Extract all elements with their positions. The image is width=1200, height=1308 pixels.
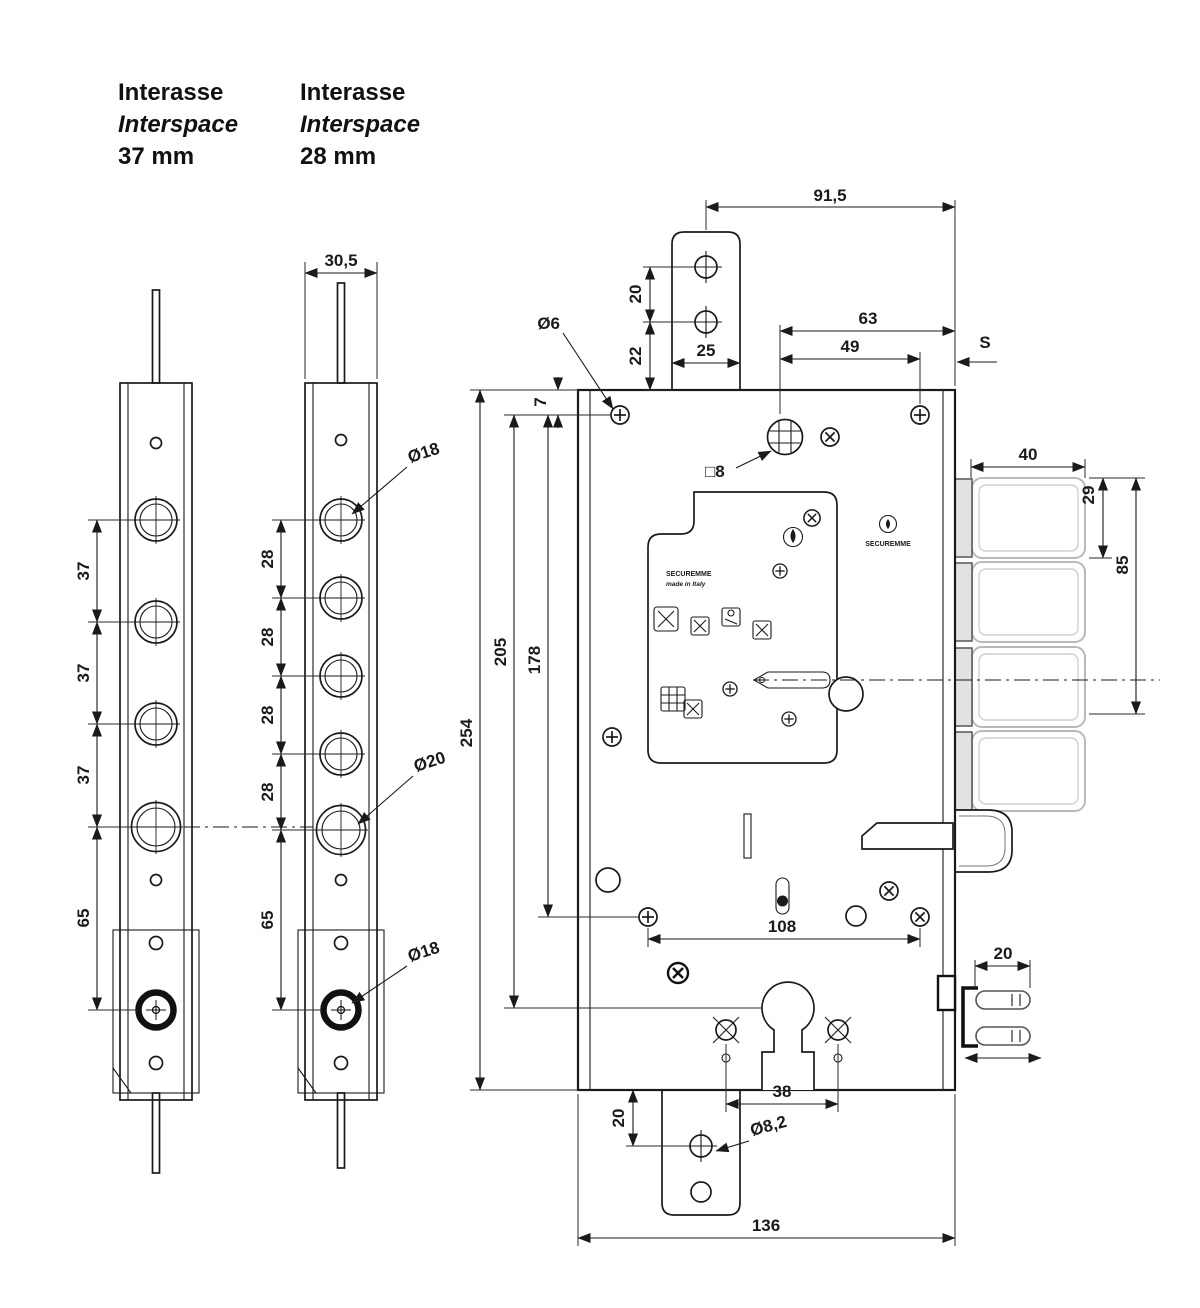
dim-7: 7 xyxy=(531,397,550,406)
label-interasse-28: Interasse xyxy=(300,79,405,106)
dia-label-18-bottom: Ø18 xyxy=(405,938,441,966)
brand-text-right: SECUREMME xyxy=(865,541,911,548)
dim-bottom-65-v2: 65 xyxy=(258,911,277,930)
label-interspace-37: Interspace xyxy=(118,111,238,138)
label-28mm: 28 mm xyxy=(300,143,376,170)
label-interspace-28: Interspace xyxy=(300,111,420,138)
dia-label-6: Ø6 xyxy=(537,314,560,333)
deadbolts xyxy=(952,477,1086,812)
lever-slot xyxy=(752,671,831,689)
brand-text-plate: SECUREMME xyxy=(666,571,712,578)
dim-pitch-37-2: 37 xyxy=(74,664,93,683)
case-screw-bold xyxy=(666,961,690,985)
dim-pitch-28-1: 28 xyxy=(258,550,277,569)
dia-label-18-top: Ø18 xyxy=(405,439,441,467)
label-interasse-37: Interasse xyxy=(118,79,223,106)
dims-view-37: 37 37 37 65 xyxy=(74,519,137,1011)
dims-view-28: 30,5 28 28 28 28 65 Ø18 Ø20 Ø18 xyxy=(258,251,448,1011)
label-37mm: 37 mm xyxy=(118,143,194,170)
dim-25: 25 xyxy=(697,341,716,360)
dim-91-5: 91,5 xyxy=(813,186,846,205)
dim-254: 254 xyxy=(457,718,476,747)
dim-square-8: □8 xyxy=(705,462,725,481)
faceplate-view-37: 37 37 37 65 xyxy=(74,289,200,1174)
dim-bottom-65-v1: 65 xyxy=(74,909,93,928)
dim-49: 49 xyxy=(841,337,860,356)
mechanism-icons xyxy=(653,606,772,719)
dim-20-strike: 20 xyxy=(994,944,1013,963)
deadbolt-4 xyxy=(952,730,1086,812)
square-spindle-hole xyxy=(766,418,804,456)
deadbolt-1 xyxy=(952,477,1086,559)
dim-20-tab-top: 20 xyxy=(626,285,645,304)
latch-head-inner xyxy=(959,815,1006,867)
dim-20-tab-bottom: 20 xyxy=(609,1109,628,1128)
dia-label-8-2: Ø8,2 xyxy=(748,1112,789,1140)
gearbox-plate: SECUREMME made in Italy xyxy=(647,491,838,764)
deadbolt-2 xyxy=(952,561,1086,643)
latch-head xyxy=(954,809,1013,873)
dim-108: 108 xyxy=(768,917,796,936)
dim-40: 40 xyxy=(1019,445,1038,464)
lock-body-view: SECUREMME made in Italy xyxy=(457,186,1160,1246)
dim-178: 178 xyxy=(525,646,544,674)
dim-pitch-28-4: 28 xyxy=(258,783,277,802)
tab-hole-bottom xyxy=(690,1181,712,1203)
brand-logo-icon xyxy=(782,526,804,548)
cylinder-cam-circle xyxy=(828,676,864,712)
dim-63: 63 xyxy=(859,309,878,328)
dim-85: 85 xyxy=(1113,556,1132,575)
pin-dot xyxy=(777,895,788,907)
case-hole-round-2 xyxy=(595,867,621,893)
dim-38: 38 xyxy=(773,1082,792,1101)
dim-22: 22 xyxy=(626,347,645,366)
dim-width-30-5: 30,5 xyxy=(324,251,357,270)
pin-capsule xyxy=(775,877,790,915)
dim-s-thickness: S xyxy=(979,333,990,352)
dim-205: 205 xyxy=(491,638,510,666)
dim-pitch-37-1: 37 xyxy=(74,562,93,581)
strike-detail xyxy=(936,974,1042,1063)
brand-logo-leaf-icon xyxy=(790,529,796,543)
dims-main: 91,5 20 22 25 63 49 S Ø6 xyxy=(457,186,1145,1246)
faceplate-view-28: 30,5 28 28 28 28 65 Ø18 Ø20 Ø18 xyxy=(258,251,448,1169)
dia-label-20: Ø20 xyxy=(411,748,447,776)
latch-bar xyxy=(861,822,954,850)
dim-136: 136 xyxy=(752,1216,780,1235)
case-hole-round-1 xyxy=(845,905,867,927)
dim-pitch-28-2: 28 xyxy=(258,628,277,647)
keyhole-cutout xyxy=(761,981,815,1090)
dim-pitch-37-3: 37 xyxy=(74,766,93,785)
slot-vertical xyxy=(743,813,752,859)
dim-29: 29 xyxy=(1079,486,1098,505)
header-labels: Interasse Interspace 37 mm Interasse Int… xyxy=(118,79,420,170)
dim-pitch-28-3: 28 xyxy=(258,706,277,725)
made-in-italy-text: made in Italy xyxy=(666,581,706,588)
deadbolt-3 xyxy=(952,646,1086,728)
brand-logo-right: SECUREMME xyxy=(865,514,911,548)
